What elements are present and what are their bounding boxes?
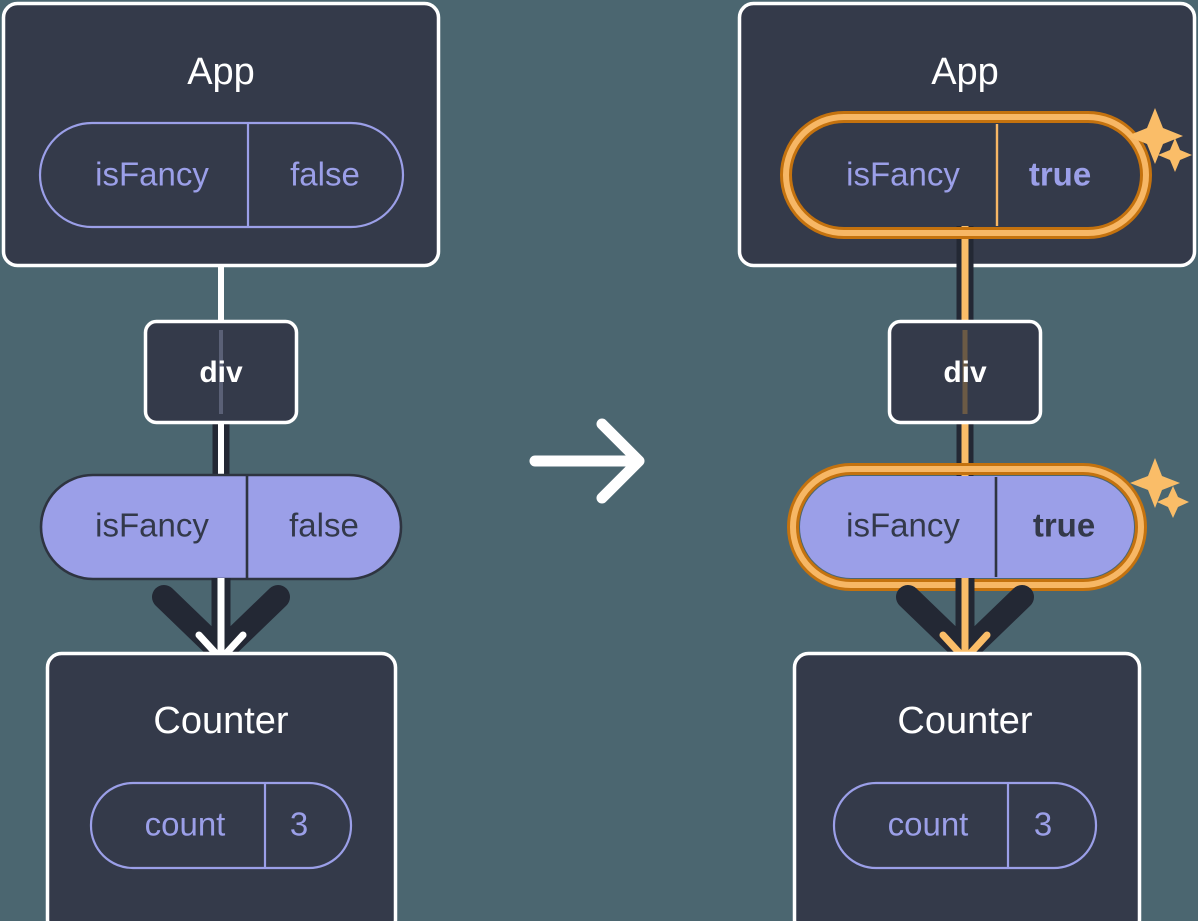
right-app-state-value: true [1029,156,1091,193]
left-counter-state-key: count [145,806,226,843]
right-app-title: App [931,51,999,93]
left-counter-state-pill [89,781,353,870]
right-app-sparkles-icon [1127,108,1192,172]
right-prop-key: isFancy [846,507,960,544]
left-div-title: div [199,356,243,389]
left-app-title: App [187,51,255,93]
right-counter-title: Counter [897,700,1033,742]
right-app-state-key: isFancy [846,156,960,193]
right-app-state-pill [793,124,1139,226]
left-app-box [1,1,441,268]
left-prop-value: false [289,507,359,544]
left-prop-key: isFancy [95,507,209,544]
right-prop-value: true [1033,507,1095,544]
left-app-state-key: isFancy [95,156,209,193]
right-counter-box [792,651,1142,921]
left-arrow-prop-to-counter [152,578,290,664]
right-app-state-pill-group: isFancy true [780,111,1152,239]
left-counter-state-value: 3 [290,806,308,843]
right-prop-sparkles-icon [1130,458,1189,518]
right-prop-pill-group: isFancy true [787,463,1147,591]
left-app-state-pill [38,121,405,229]
right-div-title: div [943,356,987,389]
right-counter-state-value: 3 [1034,806,1052,843]
left-counter-box [45,651,398,921]
right-counter-state-key: count [888,806,969,843]
transition-arrow-right-icon [529,418,645,504]
right-prop-pill [800,476,1134,578]
right-app-state-ring-inner [783,114,1149,236]
left-counter-title: Counter [153,700,289,742]
left-app-state-value: false [290,156,360,193]
right-counter-state-pill [832,781,1098,870]
